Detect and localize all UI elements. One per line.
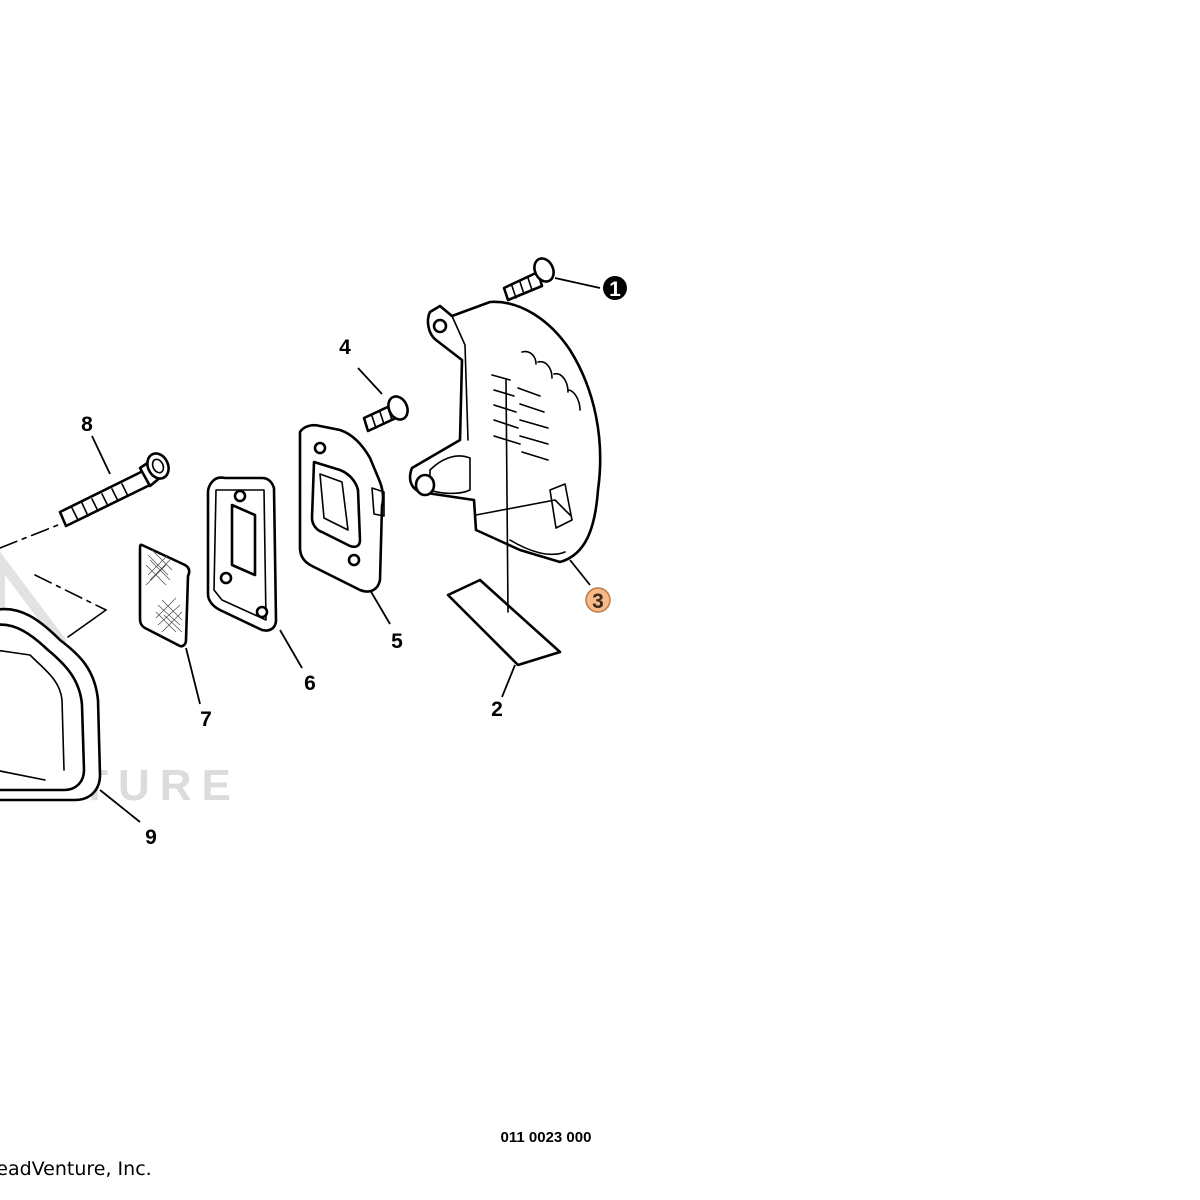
callout-6[interactable]: 6 xyxy=(304,672,316,695)
callout-2[interactable]: 2 xyxy=(491,698,503,721)
copyright-notice: LeadVenture, Inc. xyxy=(0,1158,152,1180)
callout-1-label: 1 xyxy=(609,278,621,301)
callout-9[interactable]: 9 xyxy=(145,826,157,849)
callout-9-label: 9 xyxy=(145,826,157,849)
callout-6-label: 6 xyxy=(304,672,316,695)
warning-label xyxy=(446,578,562,667)
spark-arrestor-screen xyxy=(138,543,191,648)
short-bolt xyxy=(362,395,409,433)
callout-8[interactable]: 8 xyxy=(81,413,93,436)
callout-3-label: 3 xyxy=(592,590,604,613)
callout-2-label: 2 xyxy=(491,698,503,721)
callout-4-label: 4 xyxy=(339,336,351,359)
exhaust-gasket xyxy=(206,476,278,632)
callout-4[interactable]: 4 xyxy=(339,336,351,359)
callout-5[interactable]: 5 xyxy=(391,630,403,653)
diagram-part-number: 011 0023 000 xyxy=(500,1129,592,1146)
callout-3[interactable]: 3 xyxy=(585,587,611,613)
label-guide-line xyxy=(505,379,509,613)
exhaust-flange xyxy=(298,423,385,593)
assembly-centerlines xyxy=(0,524,107,638)
callout-7-label: 7 xyxy=(200,708,212,731)
long-bolt xyxy=(58,452,170,528)
leader-lines xyxy=(91,277,601,823)
muffler-body xyxy=(0,607,102,802)
callout-5-label: 5 xyxy=(391,630,403,653)
muffler-cover xyxy=(408,300,602,564)
callout-8-label: 8 xyxy=(81,413,93,436)
callout-7[interactable]: 7 xyxy=(200,708,212,731)
cover-vents xyxy=(491,350,581,461)
callout-1[interactable]: 1 xyxy=(603,276,627,301)
cover-screw xyxy=(502,257,555,302)
